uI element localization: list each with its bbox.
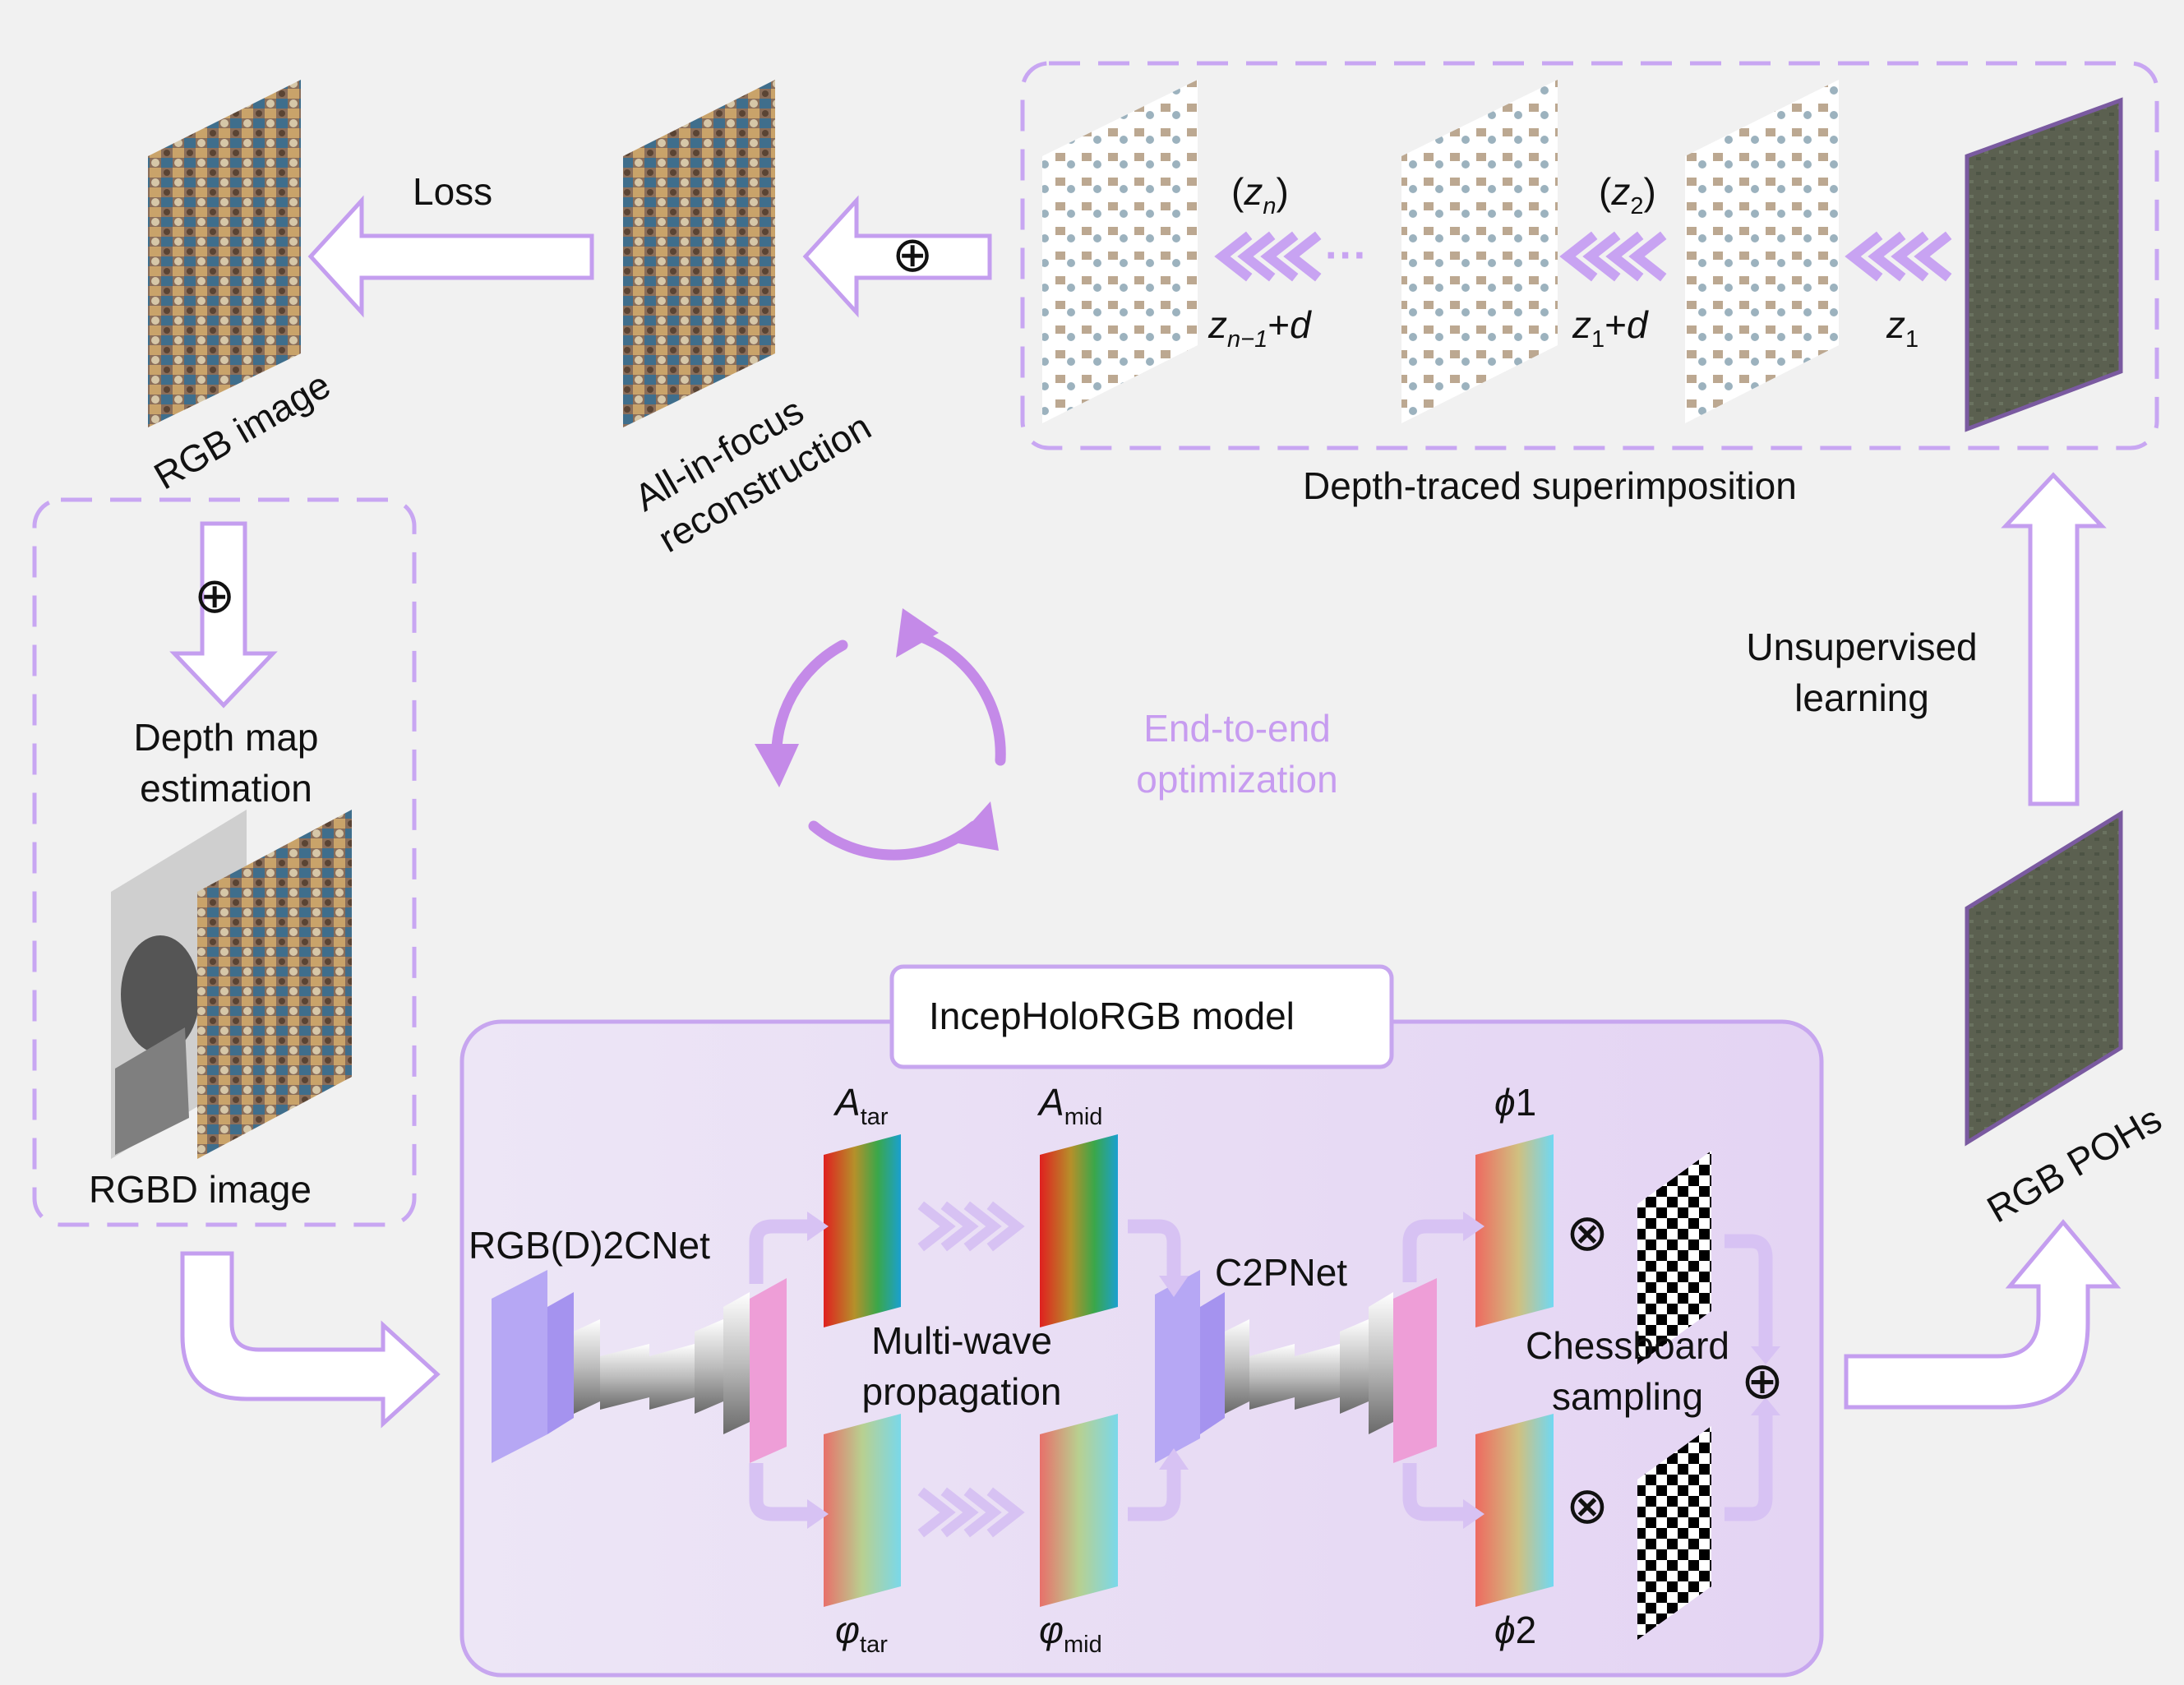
phi-1-label: ϕ1 xyxy=(1494,1081,1537,1124)
a-tar-label: Atar xyxy=(835,1081,889,1130)
phi-tar-label: φtar xyxy=(835,1609,888,1658)
a-mid-label: Amid xyxy=(1039,1081,1103,1130)
chessboard-top xyxy=(1637,1151,1711,1364)
depth-map-blob xyxy=(121,935,200,1054)
chevrons-layer-1 xyxy=(1845,231,1952,282)
phi-1-plane xyxy=(1475,1134,1554,1327)
rgbd2cnet-label: RGB(D)2CNet xyxy=(469,1224,710,1267)
depth-estimation-arrow xyxy=(169,521,278,709)
dots-ellipsis: ··· xyxy=(1325,232,1368,279)
sum-arrow xyxy=(802,195,992,318)
cycle-arrowheads xyxy=(755,608,999,851)
phi-2-label: ϕ2 xyxy=(1494,1609,1537,1651)
depth-traced-group-box xyxy=(1020,61,2159,450)
phi-mid-plane xyxy=(1040,1414,1118,1607)
oplus-sum-top: ⊕ xyxy=(892,227,934,282)
phi-tar-plane xyxy=(824,1414,901,1607)
chevrons-phase xyxy=(917,1487,1025,1538)
z1-label: z1 xyxy=(1886,303,1919,353)
aif-reconstruction-picture xyxy=(623,80,775,427)
unsupervised-arrow xyxy=(2001,472,2107,806)
a-tar-plane xyxy=(824,1134,901,1327)
chevrons-layer-n xyxy=(1214,231,1322,282)
z2-label: (z2) xyxy=(1599,170,1656,219)
loss-label: Loss xyxy=(413,170,493,213)
model-title-box xyxy=(889,964,1394,1069)
model-connector-heads xyxy=(807,1212,1780,1529)
rgb-image-picture xyxy=(148,80,301,427)
chevrons-amplitude xyxy=(917,1201,1025,1252)
loss-arrow xyxy=(307,195,594,318)
depth-traced-label: Depth-traced superimposition xyxy=(1303,464,1797,507)
oplus-output: ⊕ xyxy=(1741,1353,1784,1410)
model-to-pohs-arrow xyxy=(1844,1219,2122,1410)
depth-map-shape xyxy=(115,1027,189,1155)
poh-plane-right xyxy=(1965,810,2123,1147)
z-n-minus-1-plus-d-label: zn−1+d xyxy=(1208,303,1311,353)
layer-1-picture xyxy=(1685,80,1839,423)
c2pnet-label: C2PNet xyxy=(1215,1251,1348,1294)
rgbd-to-model-arrow xyxy=(180,1251,441,1429)
z1-plus-d-label: z1+d xyxy=(1572,303,1648,353)
model-connectors xyxy=(749,1219,1773,1521)
rgbd2cnet-network xyxy=(492,1270,787,1463)
otimes-top: ⊗ xyxy=(1566,1205,1609,1262)
layer-2-picture xyxy=(1401,80,1558,423)
layer-n-picture xyxy=(1042,80,1198,423)
poh-plane-top xyxy=(1965,97,2123,432)
a-mid-plane xyxy=(1040,1134,1118,1327)
oplus-depth: ⊕ xyxy=(194,568,236,623)
depth-estimation-group-box xyxy=(32,497,417,1227)
phi-mid-label: φmid xyxy=(1039,1609,1102,1658)
cycle-icon xyxy=(771,627,1006,861)
chevrons-layer-2 xyxy=(1559,231,1667,282)
model-title: IncepHoloRGB model xyxy=(929,995,1295,1037)
rgbd-color-picture xyxy=(197,810,352,1159)
chessboard-bottom xyxy=(1637,1426,1711,1640)
rgbd-image-label: RGBD image xyxy=(89,1168,312,1211)
zn-label: (zn) xyxy=(1231,170,1289,219)
c2pnet-network xyxy=(1155,1270,1437,1463)
phi-2-plane xyxy=(1475,1414,1554,1607)
otimes-bottom: ⊗ xyxy=(1566,1478,1609,1535)
